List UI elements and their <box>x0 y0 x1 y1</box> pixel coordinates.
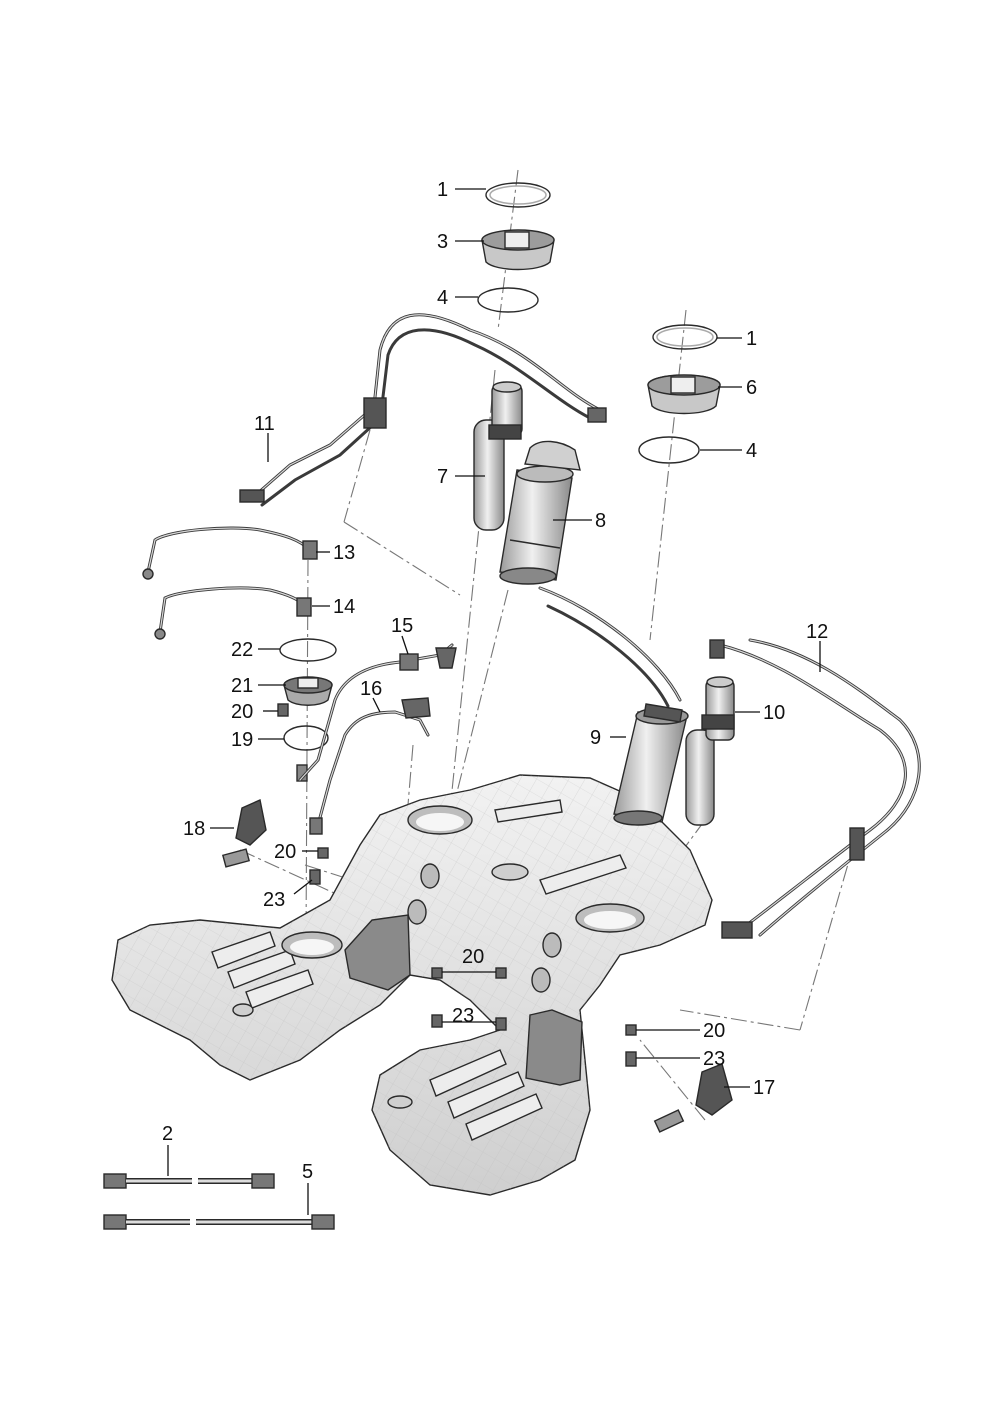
flange-cover-3 <box>481 229 555 271</box>
callout-20: 20 <box>274 841 296 863</box>
callout-20: 20 <box>703 1020 725 1042</box>
callout-22: 22 <box>231 639 253 661</box>
callout-15: 15 <box>391 615 413 637</box>
level-sensor-17 <box>653 1063 733 1133</box>
callout-23: 23 <box>452 1005 474 1027</box>
callout-19: 19 <box>231 729 253 751</box>
callout-14: 14 <box>333 596 355 618</box>
retaining-ring-1-right <box>652 324 718 350</box>
callout-18: 18 <box>183 818 205 840</box>
leader-lines <box>167 188 821 1215</box>
fuel-pump-9 <box>538 586 689 826</box>
callout-17: 17 <box>753 1077 775 1099</box>
callout-4: 4 <box>437 287 448 309</box>
callout-20: 20 <box>231 701 253 723</box>
seal-ring-4-left <box>477 287 539 313</box>
callout-9: 9 <box>590 727 601 749</box>
callout-1: 1 <box>437 179 448 201</box>
callout-1: 1 <box>746 328 757 350</box>
callout-21: 21 <box>231 675 253 697</box>
fuel-tank <box>111 774 713 1196</box>
fuel-pipe-14 <box>154 586 312 640</box>
callout-11: 11 <box>254 413 275 435</box>
fuel-line-11 <box>239 313 607 507</box>
flange-cover-6 <box>647 374 721 415</box>
callout-4: 4 <box>746 440 757 462</box>
level-sensor-18 <box>221 799 267 868</box>
fuel-pipe-13 <box>142 526 318 580</box>
callout-10: 10 <box>763 702 785 724</box>
callout-12: 12 <box>806 621 828 643</box>
fuel-filter-10 <box>685 676 735 826</box>
callout-2: 2 <box>162 1123 173 1145</box>
retaining-ring-1-left <box>485 182 551 208</box>
callout-8: 8 <box>595 510 606 532</box>
callout-13: 13 <box>333 542 355 564</box>
callout-6: 6 <box>746 377 757 399</box>
callout-3: 3 <box>437 231 448 253</box>
seal-ring-4-right <box>638 436 700 464</box>
callout-7: 7 <box>437 466 448 488</box>
clip-20-a <box>277 703 289 717</box>
sender-flange-21 <box>283 676 333 706</box>
retaining-ring-22 <box>279 638 337 662</box>
clips-20-23 <box>309 847 637 1067</box>
fuel-hose-15 <box>298 643 457 782</box>
fuel-hose-16 <box>309 697 431 835</box>
seal-ring-19 <box>283 725 329 751</box>
fuel-filter-7 <box>473 381 523 531</box>
wiring-harness-2 <box>103 1173 275 1189</box>
callout-23: 23 <box>703 1048 725 1070</box>
fuel-pump-8 <box>499 440 581 585</box>
wiring-harness-5 <box>103 1214 335 1230</box>
callout-23: 23 <box>263 889 285 911</box>
callout-16: 16 <box>360 678 382 700</box>
callout-5: 5 <box>302 1161 313 1183</box>
callout-20: 20 <box>462 946 484 968</box>
fuel-line-12 <box>709 638 921 939</box>
callout-labels: 1 3 4 1 6 4 11 7 8 13 14 22 15 12 21 16 … <box>162 179 828 1183</box>
